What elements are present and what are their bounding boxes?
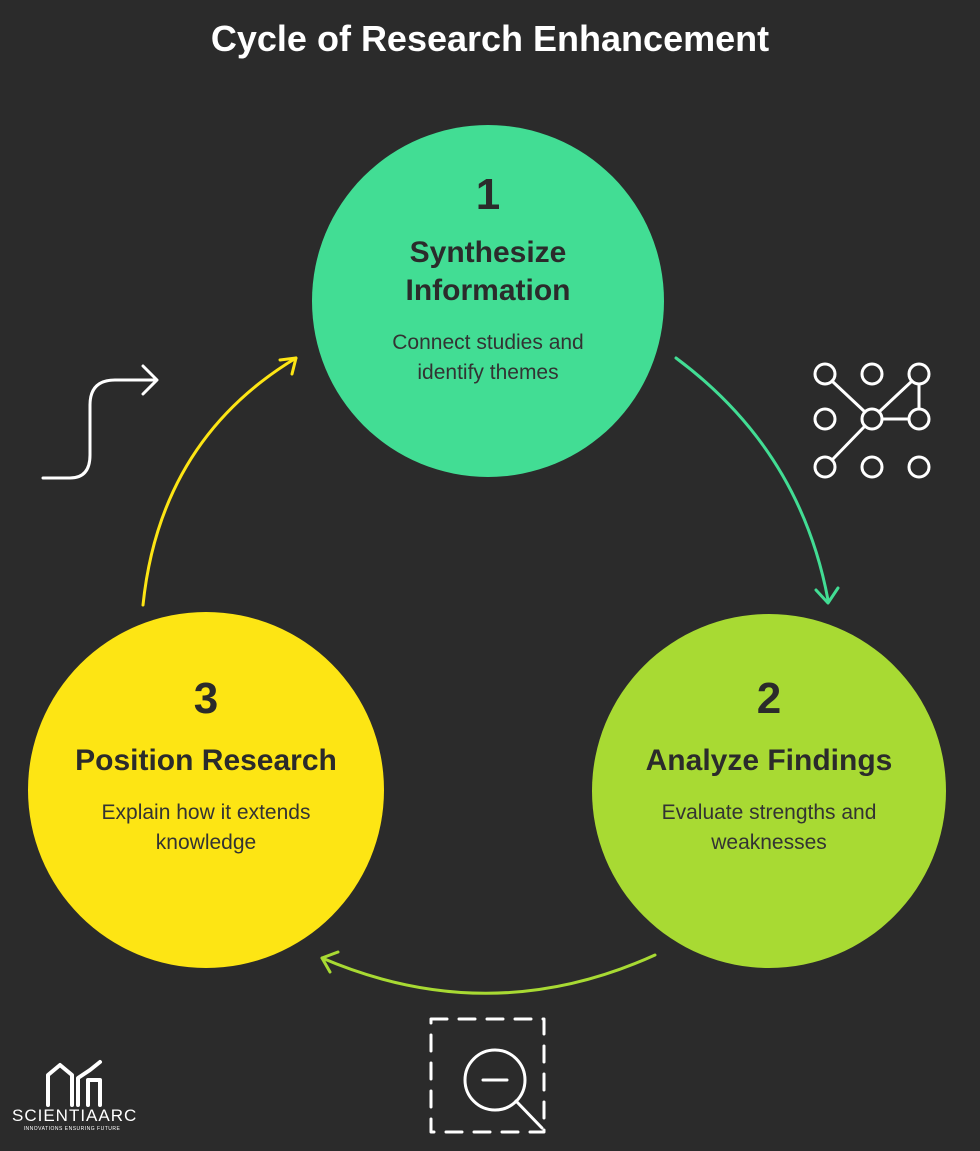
step-number: 3 [193,674,219,723]
arrow-1-to-2 [674,356,840,605]
diagram-title: Cycle of Research Enhancement [210,18,770,59]
step-heading: Analyze Findings [645,744,893,777]
magnifier-zoom-out-icon [429,1017,546,1134]
step-number: 2 [756,674,782,723]
logo-tagline: INNOVATIONS ENSURING FUTURE [23,1126,121,1132]
network-nodes-icon [813,362,931,479]
step-3-circle: 3 Position Research Explain how it exten… [28,612,384,968]
logo-icon [46,1060,102,1107]
step-heading: Position Research [75,744,337,777]
curved-arrow-icon [41,364,159,480]
arrow-2-to-3 [320,950,657,995]
step-2-circle: 2 Analyze Findings Evaluate strengths an… [592,614,946,968]
step-number: 1 [475,170,501,219]
logo-name: SCIENTIAARC [12,1106,138,1125]
arrow-3-to-1 [141,356,298,607]
scientiaarc-logo: SCIENTIAARC INNOVATIONS ENSURING FUTURE [12,1106,138,1132]
